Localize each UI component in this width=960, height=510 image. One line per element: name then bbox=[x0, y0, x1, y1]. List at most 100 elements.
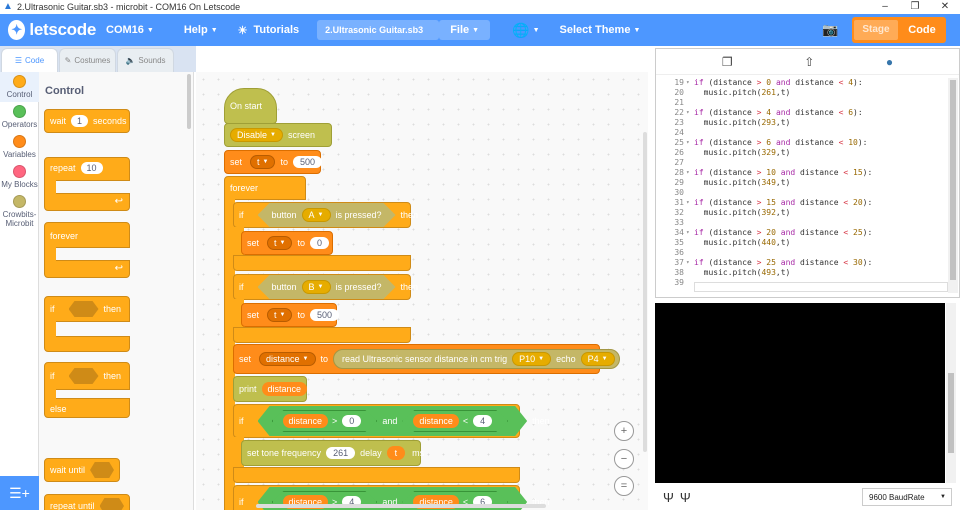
category-crowbits-microbit[interactable]: Crowbits-Microbit bbox=[0, 192, 39, 230]
code-line[interactable]: 27 bbox=[656, 158, 948, 168]
fold-arrow-icon[interactable]: ▾ bbox=[686, 229, 690, 236]
serial-monitor[interactable] bbox=[655, 303, 945, 483]
theme-menu[interactable]: Select Theme▼ bbox=[559, 24, 641, 36]
code-line[interactable]: 28▾if (distance > 10 and distance < 15): bbox=[656, 168, 948, 178]
fold-arrow-icon[interactable]: ▾ bbox=[686, 109, 690, 116]
button-a-dropdown[interactable]: A▼ bbox=[302, 208, 331, 222]
var-t-dropdown-a[interactable]: t▼ bbox=[267, 236, 293, 250]
fold-arrow-icon[interactable]: ▾ bbox=[686, 199, 690, 206]
scripts-horizontal-scrollbar[interactable] bbox=[256, 504, 546, 508]
code-line[interactable]: 39 bbox=[656, 278, 948, 288]
button-b-dropdown[interactable]: B▼ bbox=[302, 280, 331, 294]
forever-block[interactable]: forever bbox=[224, 176, 306, 200]
logo[interactable]: ✦ letscode bbox=[8, 20, 96, 40]
code-line[interactable]: 30 bbox=[656, 188, 948, 198]
code-line[interactable]: 35 music.pitch(440,t) bbox=[656, 238, 948, 248]
copy-icon[interactable]: ❐ bbox=[721, 54, 733, 69]
set-distance-block[interactable]: set distance▼ to read Ultrasonic sensor … bbox=[233, 344, 620, 374]
stage-button[interactable]: Stage bbox=[854, 20, 898, 40]
forever-block[interactable]: forever ↩ bbox=[44, 222, 130, 278]
code-line[interactable]: 22▾if (distance > 4 and distance < 6): bbox=[656, 108, 948, 118]
if-1-arm bbox=[233, 437, 244, 469]
print-distance-reporter[interactable]: distance bbox=[261, 382, 308, 396]
help-menu[interactable]: Help▼ bbox=[183, 24, 218, 36]
read-ultrasonic-block[interactable]: read Ultrasonic sensor distance in cm tr… bbox=[333, 349, 620, 369]
disable-screen-block[interactable]: Disable▼screen bbox=[224, 123, 332, 147]
fold-arrow-icon[interactable]: ▾ bbox=[686, 139, 690, 146]
zoom-in-icon[interactable]: + bbox=[614, 421, 634, 441]
code-line[interactable]: 37▾if (distance > 25 and distance < 30): bbox=[656, 258, 948, 268]
wait-until-block[interactable]: wait until bbox=[44, 458, 120, 482]
code-button[interactable]: Code bbox=[908, 24, 936, 36]
code-line[interactable]: 32 music.pitch(392,t) bbox=[656, 208, 948, 218]
disable-dropdown[interactable]: Disable▼ bbox=[230, 128, 283, 142]
var-distance-dropdown[interactable]: distance▼ bbox=[259, 352, 316, 366]
fold-arrow-icon[interactable]: ▾ bbox=[686, 259, 690, 266]
code-line[interactable]: 21 bbox=[656, 98, 948, 108]
category-variables[interactable]: Variables bbox=[0, 132, 39, 162]
upload-icon[interactable]: ⇧ bbox=[804, 54, 815, 69]
language-menu[interactable]: 🌐▼ bbox=[512, 21, 540, 38]
baudrate-select[interactable]: 9600 BaudRate▼ bbox=[862, 488, 952, 506]
code-line[interactable]: 23 music.pitch(293,t) bbox=[656, 118, 948, 128]
zoom-reset-icon[interactable]: = bbox=[614, 476, 634, 496]
camera-icon[interactable]: 📷 bbox=[822, 22, 839, 37]
device-menu[interactable]: COM16▼ bbox=[106, 24, 154, 36]
code-line[interactable]: 20 music.pitch(261,t) bbox=[656, 88, 948, 98]
category-my-blocks[interactable]: My Blocks bbox=[0, 162, 39, 192]
usb-disconnect-icon[interactable]: Ψ bbox=[679, 489, 691, 505]
project-filename[interactable]: 2.Ultrasonic Guitar.sb3 bbox=[317, 20, 440, 40]
code-line[interactable]: 38 music.pitch(493,t) bbox=[656, 268, 948, 278]
trig-pin-dropdown[interactable]: P10▼ bbox=[512, 352, 552, 366]
if-distance-0-4-block[interactable]: if distance>0 and distance<4 then bbox=[233, 404, 550, 438]
fold-arrow-icon[interactable]: ▾ bbox=[686, 79, 690, 86]
code-line[interactable]: 34▾if (distance > 20 and distance < 25): bbox=[656, 228, 948, 238]
category-control[interactable]: Control bbox=[0, 72, 39, 102]
python-code-view[interactable]: 19▾if (distance > 0 and distance < 4):20… bbox=[656, 78, 948, 296]
var-t-dropdown[interactable]: t▼ bbox=[250, 155, 276, 169]
repeat-until-block[interactable]: repeat until bbox=[44, 494, 130, 510]
palette-scrollbar[interactable] bbox=[187, 74, 191, 129]
tab-code[interactable]: ☰Code bbox=[1, 48, 58, 72]
close-icon[interactable]: ✕ bbox=[940, 1, 950, 12]
maximize-icon[interactable]: ❐ bbox=[910, 1, 920, 12]
code-line[interactable]: 36 bbox=[656, 248, 948, 258]
minimize-icon[interactable]: – bbox=[882, 1, 888, 12]
echo-pin-dropdown[interactable]: P4▼ bbox=[580, 352, 615, 366]
python-icon[interactable]: ● bbox=[885, 54, 894, 69]
code-line[interactable]: 33 bbox=[656, 218, 948, 228]
on-start-hat-block[interactable]: On start bbox=[224, 88, 277, 124]
serial-scrollbar[interactable] bbox=[946, 303, 956, 483]
zoom-out-icon[interactable]: − bbox=[614, 449, 634, 469]
tutorials-menu[interactable]: ☀Tutorials bbox=[237, 24, 300, 37]
delay-t-reporter[interactable]: t bbox=[386, 446, 406, 460]
tab-costumes[interactable]: ✎Costumes bbox=[59, 48, 116, 72]
code-scrollbar[interactable] bbox=[948, 78, 958, 293]
code-line[interactable]: 29 music.pitch(349,t) bbox=[656, 178, 948, 188]
code-line[interactable]: 31▾if (distance > 15 and distance < 20): bbox=[656, 198, 948, 208]
code-line[interactable]: 24 bbox=[656, 128, 948, 138]
scripts-vertical-scrollbar[interactable] bbox=[643, 132, 647, 452]
code-line[interactable]: 26 music.pitch(329,t) bbox=[656, 148, 948, 158]
add-extension-button[interactable]: ☰+ bbox=[0, 476, 39, 510]
tab-sounds[interactable]: 🔈Sounds bbox=[117, 48, 174, 72]
usb-icon[interactable]: Ψ bbox=[663, 489, 674, 505]
code-line[interactable]: 19▾if (distance > 0 and distance < 4): bbox=[656, 78, 948, 88]
fold-arrow-icon[interactable]: ▾ bbox=[686, 169, 690, 176]
file-menu[interactable]: File▼ bbox=[439, 20, 491, 40]
category-operators[interactable]: Operators bbox=[0, 102, 39, 132]
var-t-dropdown-b[interactable]: t▼ bbox=[267, 308, 293, 322]
code-line[interactable]: 25▾if (distance > 6 and distance < 10): bbox=[656, 138, 948, 148]
